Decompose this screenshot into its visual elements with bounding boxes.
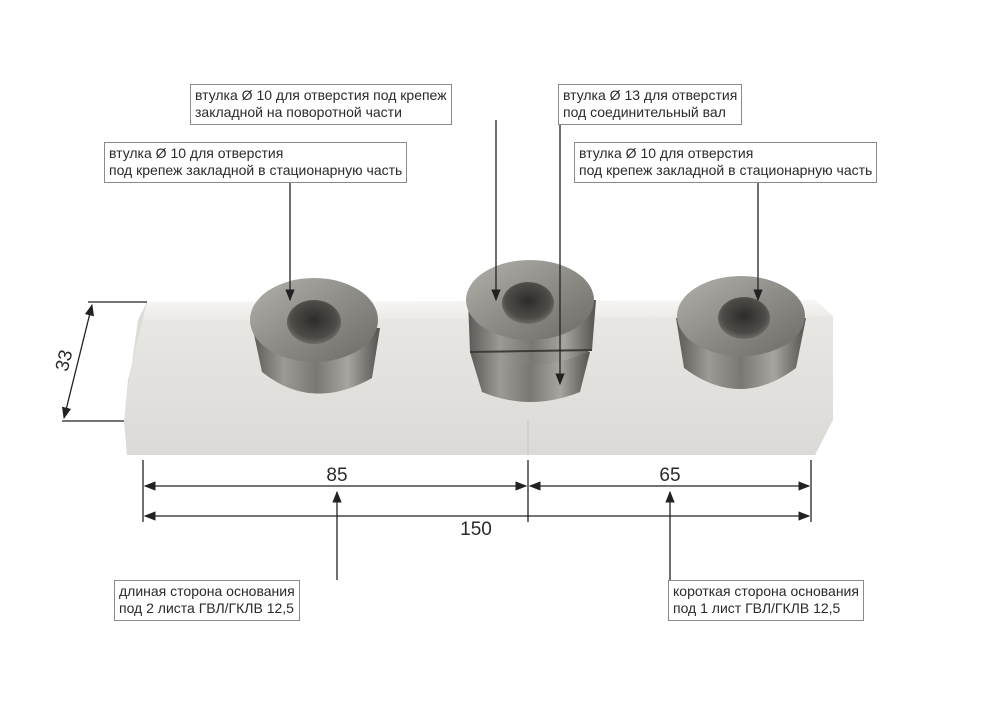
callout-top-shaft-line1: втулка Ø 13 для отверстия [563, 87, 738, 103]
leader-lines [285, 120, 763, 580]
callout-right-line2: под крепеж закладной в стационарную част… [579, 162, 873, 178]
dim-total-label: 150 [460, 519, 492, 540]
callout-bottom-left-line1: длиная сторона основания [119, 583, 295, 599]
callout-bottom-right-line2: под 1 лист ГВЛ/ГКЛВ 12,5 [673, 600, 841, 616]
callout-bottom-right: короткая сторона основания под 1 лист ГВ… [668, 580, 864, 621]
bushing-left [250, 278, 380, 394]
callout-top-center-line2: закладной на поворотной части [195, 104, 402, 120]
callout-top-left: втулка Ø 10 для отверстия под крепеж зак… [104, 142, 408, 183]
callout-top-left-line1: втулка Ø 10 для отверстия [109, 145, 284, 161]
callout-top-center-line1: втулка Ø 10 для отверстия под крепеж [195, 87, 447, 103]
bushing-center-hole [502, 282, 554, 324]
bushing-center [466, 260, 596, 402]
dim-short-side-label: 65 [659, 465, 680, 486]
callout-top-left-line2: под крепеж закладной в стационарную част… [109, 162, 403, 178]
callout-right: втулка Ø 10 для отверстия под крепеж зак… [574, 142, 878, 183]
dim-height-label: 33 [52, 348, 77, 374]
callout-right-line1: втулка Ø 10 для отверстия [579, 145, 754, 161]
callout-top-shaft-line2: под соединительный вал [563, 104, 726, 120]
bushing-left-hole [287, 300, 341, 344]
dim-height [61, 303, 95, 420]
dimension-lines [61, 301, 812, 522]
callout-bottom-right-line1: короткая сторона основания [673, 583, 859, 599]
dim-long-side-label: 85 [326, 465, 347, 486]
callout-top-shaft: втулка Ø 13 для отверстия под соединител… [558, 84, 743, 125]
callout-bottom-left: длиная сторона основания под 2 листа ГВЛ… [114, 580, 300, 621]
callout-top-center: втулка Ø 10 для отверстия под крепеж зак… [190, 84, 452, 125]
callout-bottom-left-line2: под 2 листа ГВЛ/ГКЛВ 12,5 [119, 600, 294, 616]
bushing-right-hole [718, 297, 770, 339]
bushing-right [676, 276, 806, 389]
bushing-center-seam [469, 349, 593, 353]
